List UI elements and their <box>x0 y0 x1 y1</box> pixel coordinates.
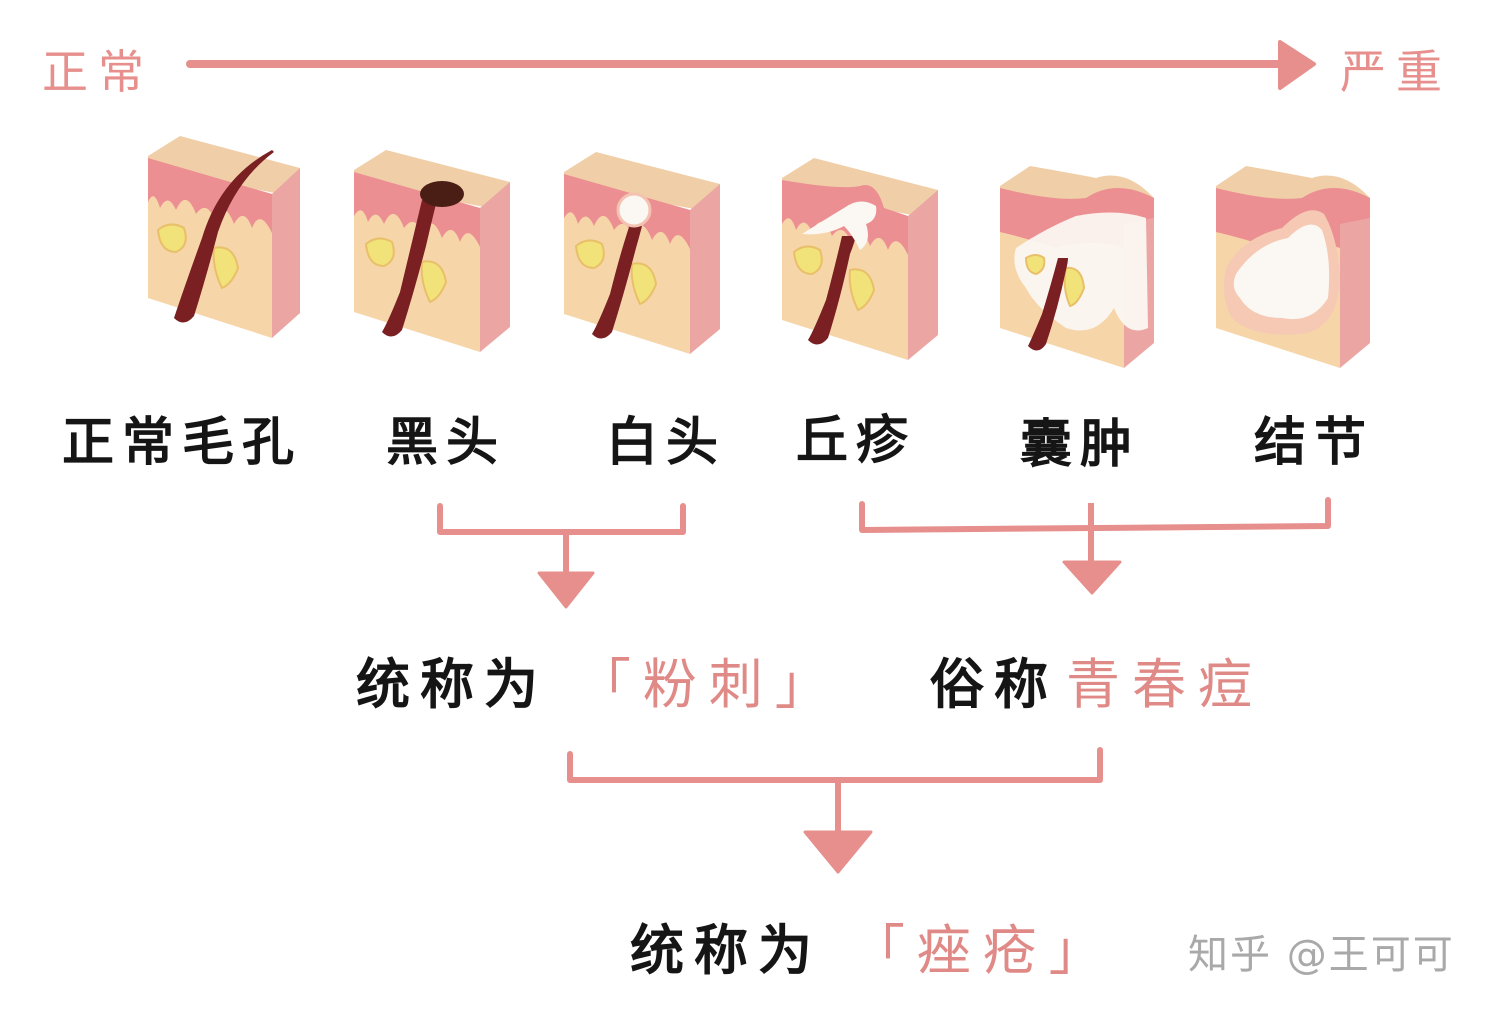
group-prefix: 俗称 <box>930 653 1058 716</box>
group-term-comedo: 「粉刺」 <box>576 653 841 716</box>
final-term-acne: 「痤疮」 <box>850 919 1115 982</box>
skin-block-blackhead-illustration <box>352 142 522 372</box>
group-term-pimple: 青春痘 <box>1066 653 1264 716</box>
stage-label-papule: 丘疹 <box>796 411 917 471</box>
skin-block-papule-illustration <box>780 150 950 380</box>
stage-label-whitehead: 白头 <box>606 413 727 473</box>
pimple-bracket <box>859 497 1331 595</box>
stage-label-nodule: 结节 <box>1254 413 1375 473</box>
skin-block-whitehead-illustration <box>562 144 732 374</box>
watermark: 知乎 @王可可 <box>1188 932 1455 978</box>
comedo-bracket <box>437 503 686 609</box>
acne-bracket <box>567 747 1103 874</box>
stage-label-cyst: 囊肿 <box>1020 415 1141 475</box>
group-label-comedo: 统称为 「粉刺」 <box>356 640 841 719</box>
stage-label-blackhead: 黑头 <box>386 413 507 473</box>
skin-block-nodule-illustration <box>1212 158 1382 388</box>
scale-start-label: 正常 <box>42 45 154 99</box>
group-label-pimple: 俗称青春痘 <box>930 640 1264 719</box>
final-prefix: 统称为 <box>630 919 822 982</box>
severity-arrow <box>186 40 1316 90</box>
stage-label-normal-pore: 正常毛孔 <box>62 413 303 473</box>
final-label-acne: 统称为 「痤疮」 <box>630 906 1115 985</box>
skin-block-cyst-illustration <box>996 158 1166 388</box>
skin-block-normal-hair-illustration <box>140 128 310 358</box>
scale-end-label: 严重 <box>1340 45 1452 99</box>
group-prefix: 统称为 <box>356 653 548 716</box>
